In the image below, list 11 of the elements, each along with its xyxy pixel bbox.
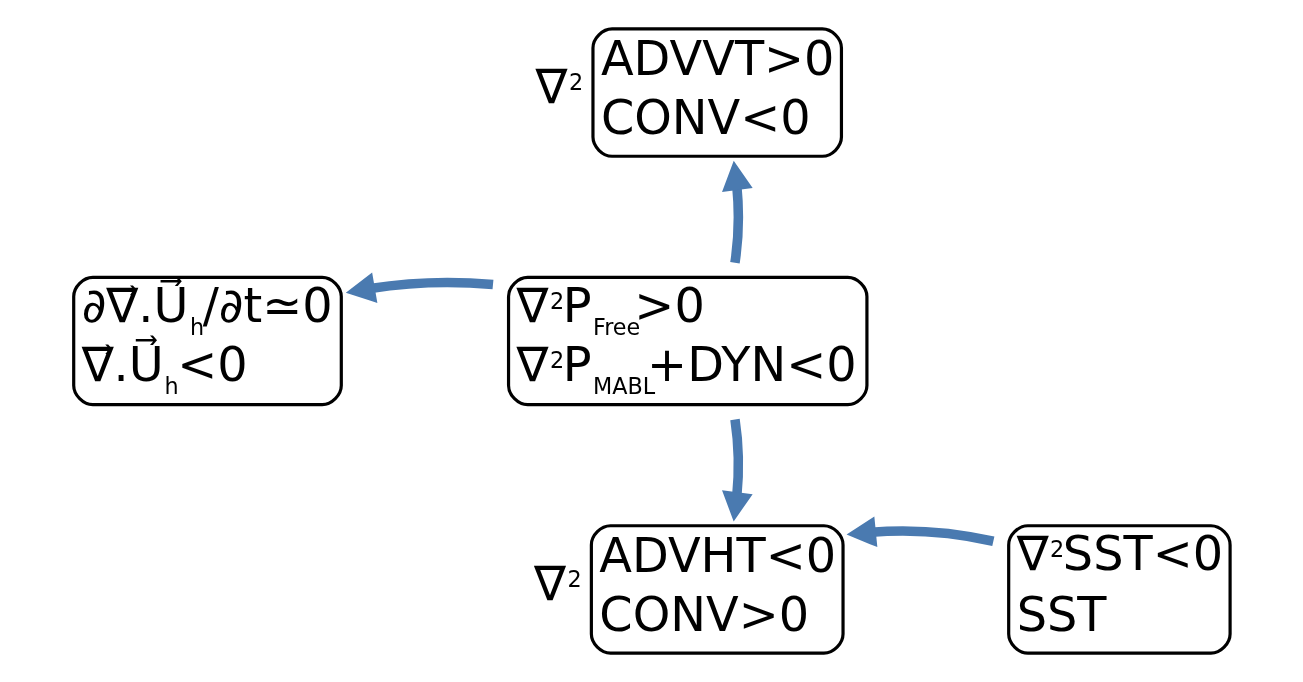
arrow <box>846 516 995 548</box>
node-box: ADVVT>0 CONV<0 <box>591 27 844 158</box>
node-box: ∂∇⃗.U⃗$_{h}$/∂t≃0 ∇⃗.U⃗$_{h}$<0 <box>72 275 343 407</box>
node-box: ∇$^{2}$P$_{Free}$>0 ∇$^{2}$P$_{MABL}$+DYN<0 <box>506 275 869 407</box>
node-label: ∇$^{2}$ <box>535 58 584 114</box>
node-box: ADVHT<0 CONV>0 <box>589 524 845 655</box>
arrow <box>722 418 753 522</box>
arrow <box>722 160 753 264</box>
node-box: ∇$^{2}$SST<0 SST <box>1007 524 1232 655</box>
arrow <box>345 272 494 303</box>
node-label: ∇$^{2}$ <box>534 555 582 611</box>
